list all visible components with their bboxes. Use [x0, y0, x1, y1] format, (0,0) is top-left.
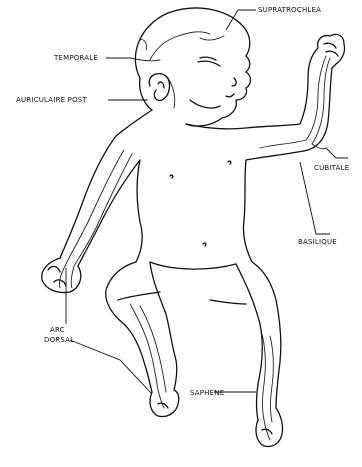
label-dorsal: DORSAL	[44, 336, 74, 344]
label-saphene: SAPHENE	[190, 389, 224, 397]
leader-cubitale	[326, 148, 348, 158]
right-leg-veins	[262, 334, 273, 440]
label-auriculaire-post: AURICULAIRE POST	[16, 96, 87, 104]
label-supratrochlea: SUPRATROCHLEA	[258, 6, 321, 14]
right-arm-outline	[246, 34, 345, 160]
left-arm-outline	[42, 136, 140, 293]
label-basilique: BASILIQUE	[298, 238, 337, 246]
left-leg-veins	[130, 304, 166, 408]
head-outline	[135, 8, 250, 126]
label-arc: ARC	[50, 326, 65, 334]
head-veins	[130, 32, 224, 108]
label-temporale: TEMPORALE	[53, 54, 98, 62]
label-cubitale: CUBITALE	[314, 164, 349, 172]
leader-supratrochlea	[226, 10, 256, 30]
leader-basilique	[300, 162, 330, 234]
left-leg-outline	[106, 262, 179, 417]
torso-outline	[116, 110, 300, 269]
right-arm-veins	[260, 56, 330, 149]
